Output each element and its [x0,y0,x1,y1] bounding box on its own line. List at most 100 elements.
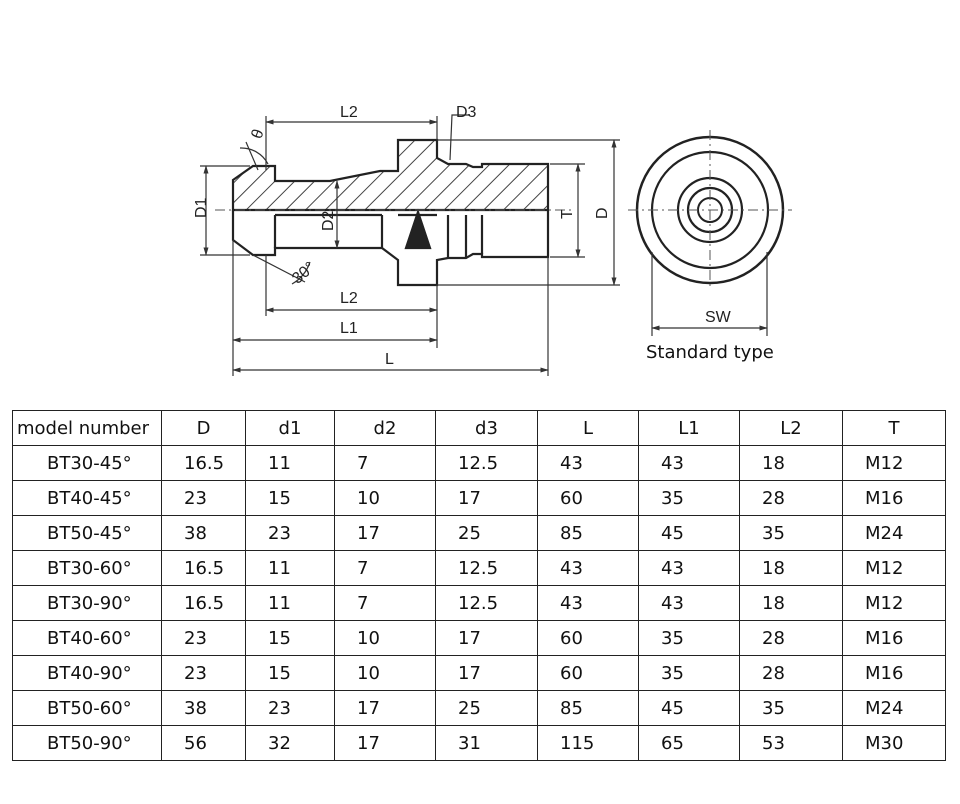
cell-model: BT30-90° [12,585,162,621]
cell-t: M16 [842,655,946,691]
cell-model: BT40-90° [12,655,162,691]
label-l1: L1 [340,320,358,337]
header-model-number: model number [12,410,162,446]
cell-t: M16 [842,620,946,656]
cell-model: BT50-60° [12,690,162,726]
cell-d2: 7 [334,445,436,481]
cell-d: 16.5 [161,585,246,621]
cell-d3: 12.5 [435,550,538,586]
label-l2-top: L2 [340,104,358,121]
header-d: D [161,410,246,446]
header-l: L [537,410,639,446]
cell-d3: 17 [435,655,538,691]
label-l2-bottom: L2 [340,290,358,307]
cell-model: BT30-60° [12,550,162,586]
header-l1: L1 [638,410,740,446]
cell-l: 60 [537,620,639,656]
pull-stud-side-view [231,138,550,287]
cell-l: 43 [537,585,639,621]
cell-t: M24 [842,690,946,726]
label-t: T [559,209,576,219]
cell-d1: 23 [245,690,335,726]
header-l2: L2 [739,410,843,446]
cell-l: 43 [537,445,639,481]
cell-d1: 15 [245,480,335,516]
cell-l2: 28 [739,655,843,691]
cell-d: 38 [161,515,246,551]
cell-d2: 17 [334,690,436,726]
cell-t: M12 [842,550,946,586]
header-d2: d2 [334,410,436,446]
cell-d: 38 [161,690,246,726]
cell-d: 23 [161,655,246,691]
pull-stud-end-view [628,130,792,290]
cell-model: BT50-45° [12,515,162,551]
cell-l: 43 [537,550,639,586]
label-d: D [594,207,611,219]
cell-d1: 15 [245,655,335,691]
cell-d3: 17 [435,480,538,516]
cell-l1: 43 [638,550,740,586]
cell-model: BT40-60° [12,620,162,656]
cell-l: 60 [537,655,639,691]
cell-l2: 18 [739,550,843,586]
cell-l2: 53 [739,725,843,761]
cell-d: 16.5 [161,550,246,586]
header-d1: d1 [245,410,335,446]
cell-t: M12 [842,445,946,481]
cell-l: 85 [537,690,639,726]
cell-model: BT50-90° [12,725,162,761]
cell-t: M16 [842,480,946,516]
cell-l1: 65 [638,725,740,761]
cell-l2: 28 [739,480,843,516]
label-sw: SW [705,309,732,326]
table-header-row: model number D d1 d2 d3 L L1 L2 T [12,410,946,446]
cell-d1: 11 [245,445,335,481]
cell-l1: 35 [638,655,740,691]
caption-standard-type: Standard type [646,342,774,363]
cell-d3: 12.5 [435,585,538,621]
label-d3: D3 [456,104,477,121]
cell-d2: 17 [334,515,436,551]
cell-model: BT30-45° [12,445,162,481]
sw-dimension [651,252,768,336]
cell-d3: 25 [435,515,538,551]
cell-model: BT40-45° [12,480,162,516]
cell-d3: 17 [435,620,538,656]
cell-t: M24 [842,515,946,551]
cell-t: M12 [842,585,946,621]
label-d2: D2 [320,210,337,231]
cell-l2: 35 [739,690,843,726]
cell-l2: 28 [739,620,843,656]
label-l: L [385,351,394,368]
cell-d3: 31 [435,725,538,761]
cell-l1: 35 [638,480,740,516]
cell-l2: 18 [739,445,843,481]
header-d3: d3 [435,410,538,446]
cell-d1: 11 [245,585,335,621]
cell-d3: 12.5 [435,445,538,481]
cell-d1: 15 [245,620,335,656]
label-theta: θ [249,127,268,141]
cell-l: 60 [537,480,639,516]
spec-table: model number D d1 d2 d3 L L1 L2 T BT30-4… [12,410,946,761]
cell-d2: 7 [334,585,436,621]
cell-d: 23 [161,620,246,656]
cell-d1: 32 [245,725,335,761]
cell-d: 16.5 [161,445,246,481]
label-d1: D1 [193,197,210,218]
cell-d3: 25 [435,690,538,726]
technical-drawing: L2 D3 θ D1 D2 30° T D L2 L1 L SW Standar… [193,104,792,376]
cell-d2: 10 [334,655,436,691]
cell-d2: 10 [334,480,436,516]
cell-t: M30 [842,725,946,761]
